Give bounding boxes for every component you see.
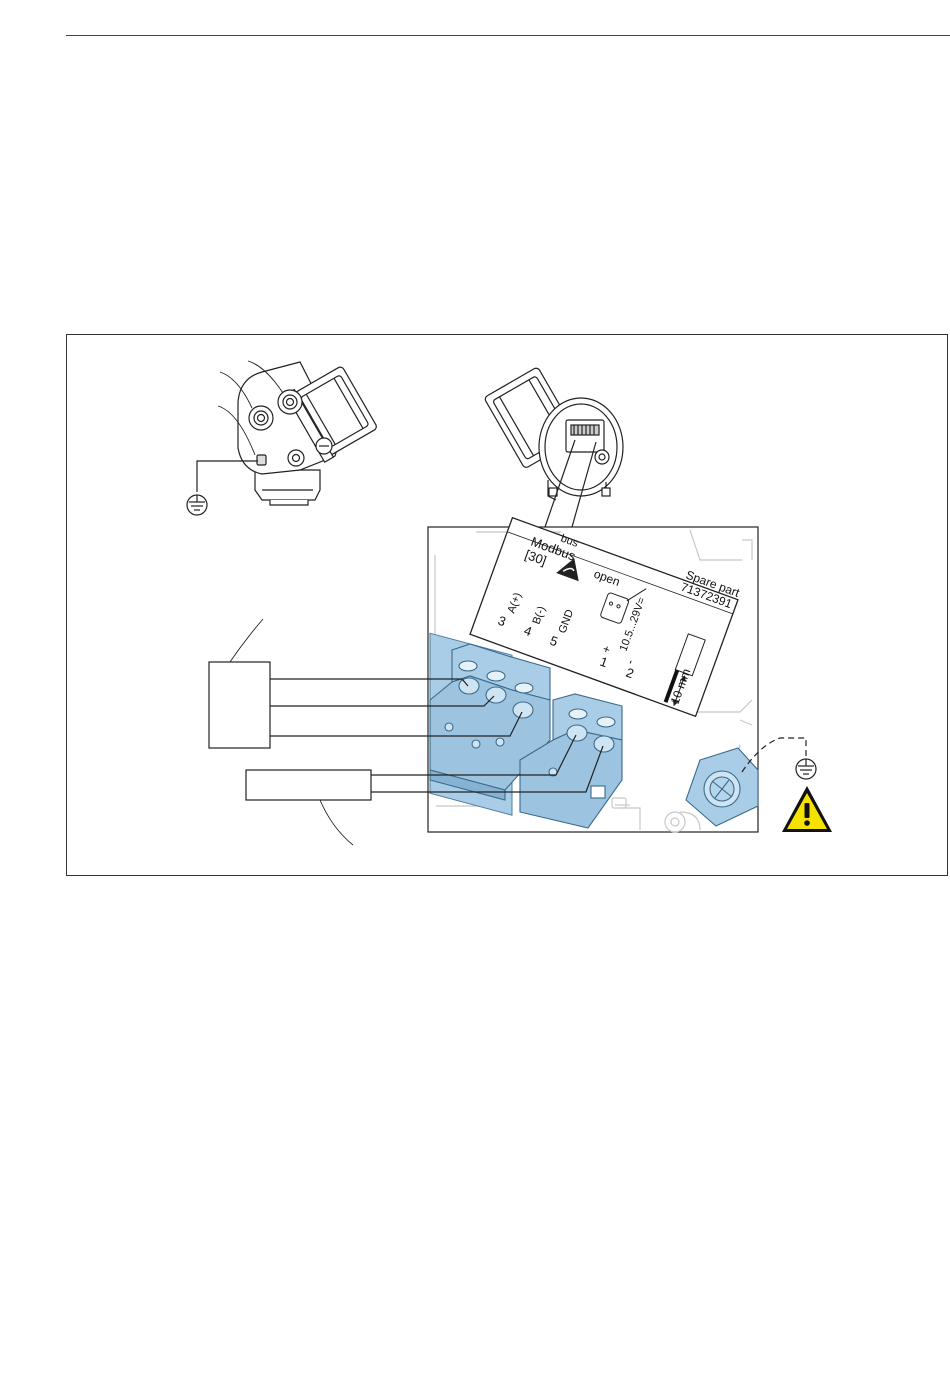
modbus-master-box [209, 619, 270, 748]
housing-external-view [197, 361, 379, 505]
earth-ground-icon-right [796, 759, 816, 779]
housing-open-view [484, 367, 623, 527]
power-supply-box [246, 770, 371, 845]
warning-triangle-icon [782, 786, 832, 832]
earth-ground-icon-left [187, 495, 207, 515]
